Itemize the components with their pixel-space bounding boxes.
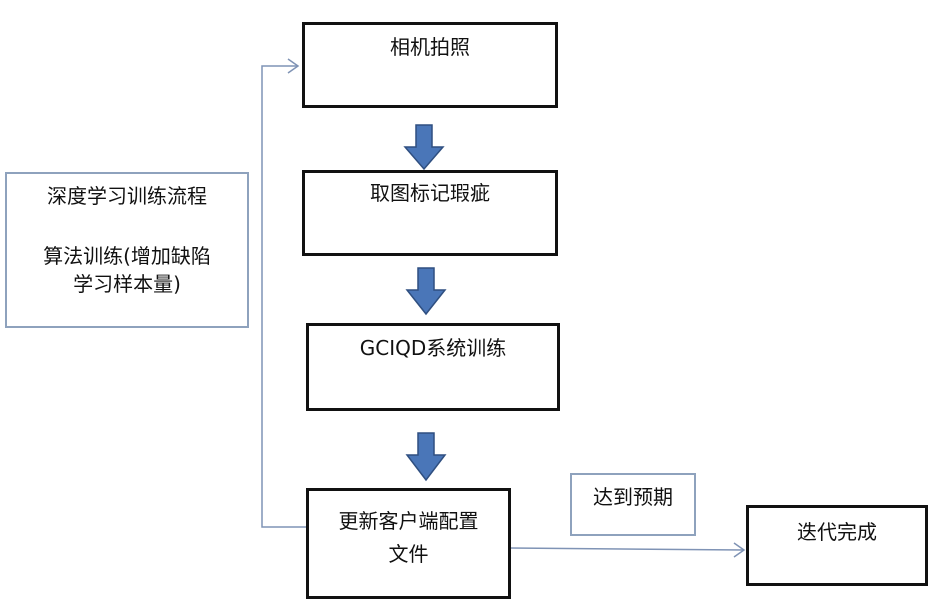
node-update-config: 更新客户端配置 文件 bbox=[306, 488, 511, 599]
block-arrow-1 bbox=[403, 124, 445, 171]
node-camera: 相机拍照 bbox=[302, 22, 558, 108]
block-arrow-2 bbox=[405, 267, 447, 316]
node-system-training-label: GCIQD系统训练 bbox=[359, 336, 507, 360]
node-camera-label: 相机拍照 bbox=[390, 35, 470, 59]
condition-label-box: 达到预期 bbox=[570, 473, 696, 536]
condition-label: 达到预期 bbox=[593, 485, 673, 509]
side-note-box: 深度学习训练流程 算法训练(增加缺陷 学习样本量) bbox=[5, 172, 249, 328]
node-mark-defects: 取图标记瑕疵 bbox=[302, 170, 558, 256]
block-arrow-3 bbox=[405, 432, 447, 482]
side-note-title: 深度学习训练流程 bbox=[47, 184, 207, 208]
node-iteration-done-label: 迭代完成 bbox=[797, 520, 877, 544]
loop-back-connector bbox=[261, 65, 306, 528]
node-system-training: GCIQD系统训练 bbox=[306, 323, 560, 411]
done-connector bbox=[509, 547, 745, 551]
node-iteration-done: 迭代完成 bbox=[746, 505, 928, 586]
node-mark-defects-label: 取图标记瑕疵 bbox=[370, 181, 490, 205]
done-arrowhead bbox=[733, 542, 746, 558]
side-note-body: 算法训练(增加缺陷 学习样本量) bbox=[43, 244, 211, 296]
loop-arrowhead bbox=[287, 58, 300, 74]
